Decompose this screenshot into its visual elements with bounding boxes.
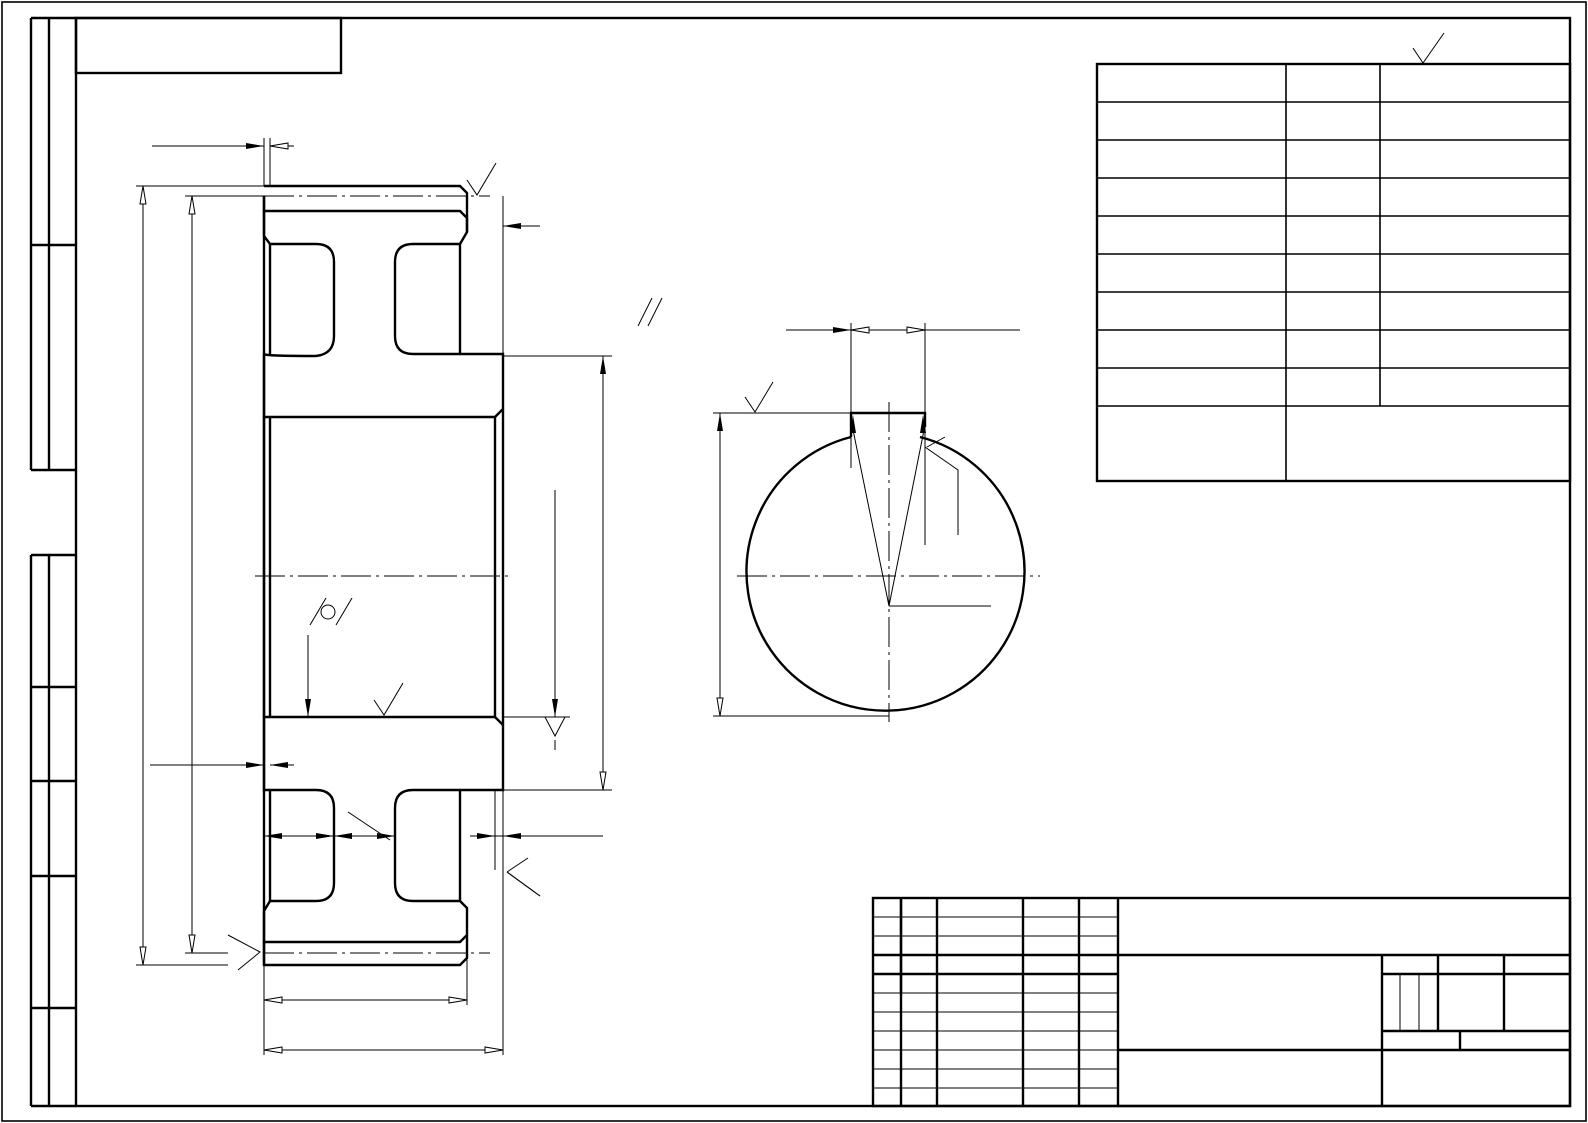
title-block xyxy=(871,896,1572,1108)
hub-bore-detail-view xyxy=(713,323,1040,722)
doc-code-box xyxy=(74,16,343,75)
left-margin-strips xyxy=(29,16,76,1108)
gear-parameters-table xyxy=(1095,62,1572,483)
gear-section-view xyxy=(136,138,663,1055)
general-roughness-sign xyxy=(1412,32,1445,64)
